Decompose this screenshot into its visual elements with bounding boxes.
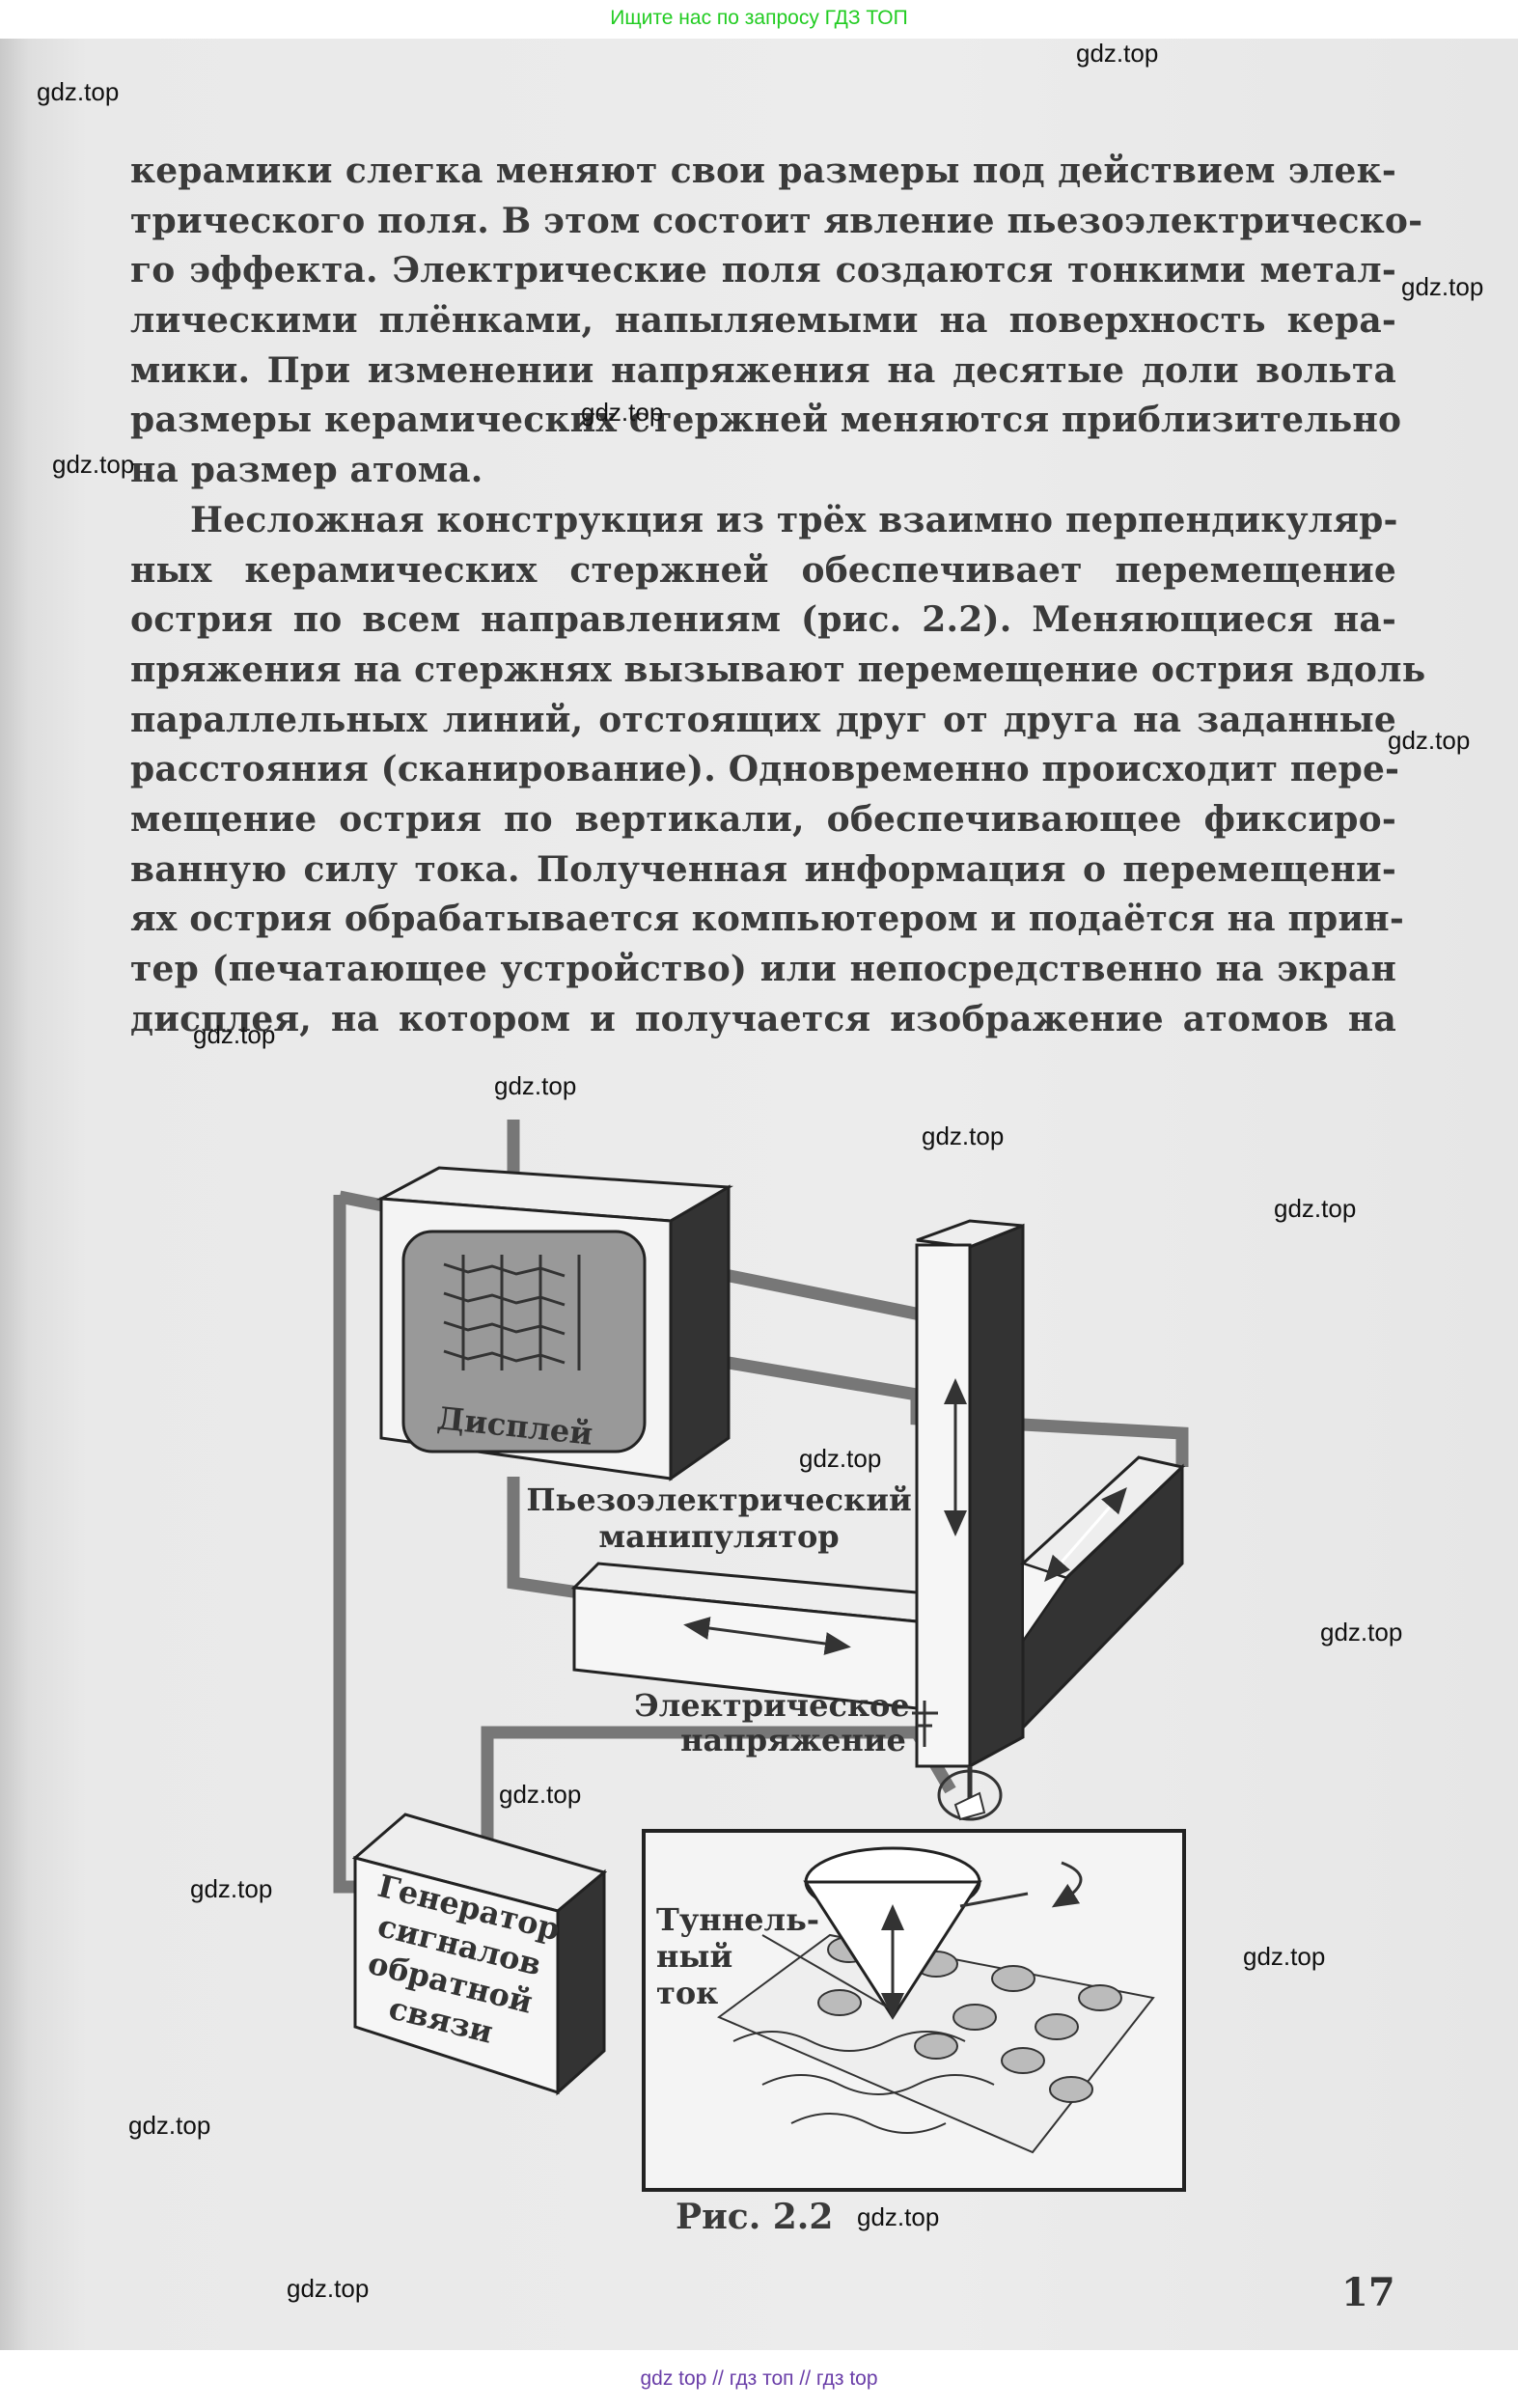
voltage-label-2: напряжение bbox=[680, 1722, 906, 1758]
y-piezo-bar bbox=[1020, 1455, 1186, 1731]
watermark: gdz.top bbox=[193, 1020, 276, 1049]
text-line: ванную силу тока. Полученная информация … bbox=[130, 848, 1396, 890]
display-box: Дисплей bbox=[375, 1166, 733, 1481]
current-label-1: Туннель- bbox=[656, 1901, 819, 1938]
text-line: дисплея, на котором и получается изображ… bbox=[130, 998, 1396, 1039]
watermark: gdz.top bbox=[1320, 1618, 1403, 1647]
watermark: gdz.top bbox=[1388, 726, 1471, 755]
atom-image-pattern bbox=[443, 1255, 581, 1370]
banner-text[interactable]: Ищите нас по запросу ГДЗ ТОП bbox=[610, 7, 908, 29]
text-line: лическими плёнками, напыляемыми на повер… bbox=[130, 300, 1396, 342]
manipulator-label-1: Пьезоэлектрический bbox=[526, 1481, 911, 1518]
y-arrow-icon bbox=[1044, 1486, 1127, 1583]
watermark: gdz.top bbox=[1243, 1942, 1326, 1971]
text-line: мики. При изменении напряжения на десяты… bbox=[130, 349, 1396, 391]
text-line: острия по всем направлениям (рис. 2.2). … bbox=[130, 599, 1396, 641]
watermark: gdz.top bbox=[190, 1874, 273, 1903]
text-line: на размер атома. bbox=[130, 450, 483, 491]
text-line: Несложная конструкция из трёх взаимно пе… bbox=[190, 499, 1398, 540]
x-arrow-icon bbox=[683, 1617, 851, 1655]
watermark: gdz.top bbox=[37, 77, 120, 106]
text-line: го эффекта. Электрические поля создаются… bbox=[130, 250, 1396, 291]
body-text: керамики слегка меняют свои размеры под … bbox=[130, 147, 1426, 1044]
watermark: gdz.top bbox=[581, 398, 664, 427]
probe-tip bbox=[937, 1766, 1003, 1821]
watermark: gdz.top bbox=[1076, 39, 1159, 68]
x-piezo-bar bbox=[570, 1562, 919, 1710]
text-line: керамики слегка меняют свои размеры под … bbox=[130, 151, 1396, 191]
watermark: gdz.top bbox=[52, 450, 135, 479]
text-line: пряжения на стержнях вызывают перемещени… bbox=[130, 649, 1426, 690]
watermark: gdz.top bbox=[1274, 1194, 1357, 1223]
battery-icon bbox=[912, 1701, 938, 1747]
text-line: ях острия обрабатывается компьютером и п… bbox=[130, 899, 1404, 940]
watermark: gdz.top bbox=[1401, 272, 1484, 301]
current-label-3: ток bbox=[656, 1975, 718, 2011]
watermark: gdz.top bbox=[494, 1071, 577, 1100]
text-line: трического поля. В этом состоит явление … bbox=[130, 200, 1423, 241]
watermark: gdz.top bbox=[287, 2274, 370, 2303]
top-banner: Ищите нас по запросу ГДЗ ТОП bbox=[0, 0, 1518, 39]
text-line: размеры керамических стержней меняются п… bbox=[130, 400, 1402, 441]
watermark: gdz.top bbox=[799, 1444, 882, 1473]
footer-bar: gdz top // гдз топ // гдз top bbox=[0, 2350, 1518, 2401]
current-label-2: ный bbox=[656, 1938, 732, 1975]
text-line: тер (печатающее устройство) или непосред… bbox=[130, 949, 1396, 989]
scan-arrow-icon bbox=[959, 1861, 1083, 1906]
sample-panel: Туннель- ный ток bbox=[642, 1829, 1186, 2192]
watermark: gdz.top bbox=[128, 2111, 211, 2140]
text-line: ных керамических стержней обеспечивает п… bbox=[130, 549, 1396, 591]
figure-caption: Рис. 2.2 bbox=[676, 2197, 834, 2237]
z-piezo-bar bbox=[915, 1219, 1025, 1769]
text-line: расстояния (сканирование). Одновременно … bbox=[130, 749, 1400, 790]
watermark: gdz.top bbox=[499, 1780, 582, 1809]
watermark: gdz.top bbox=[922, 1121, 1005, 1150]
page-number: 17 bbox=[1341, 2270, 1395, 2315]
footer-links[interactable]: gdz top // гдз топ // гдз top bbox=[640, 2367, 878, 2390]
text-line: параллельных линий, отстоящих друг от др… bbox=[130, 699, 1396, 740]
voltage-label-1: Электрическое bbox=[634, 1687, 910, 1724]
text-line: мещение острия по вертикали, обеспечиваю… bbox=[130, 798, 1396, 840]
watermark: gdz.top bbox=[857, 2202, 940, 2231]
generator-box: Генератор сигналов обратной связи bbox=[351, 1813, 608, 2096]
manipulator-label-2: манипулятор bbox=[598, 1518, 839, 1555]
